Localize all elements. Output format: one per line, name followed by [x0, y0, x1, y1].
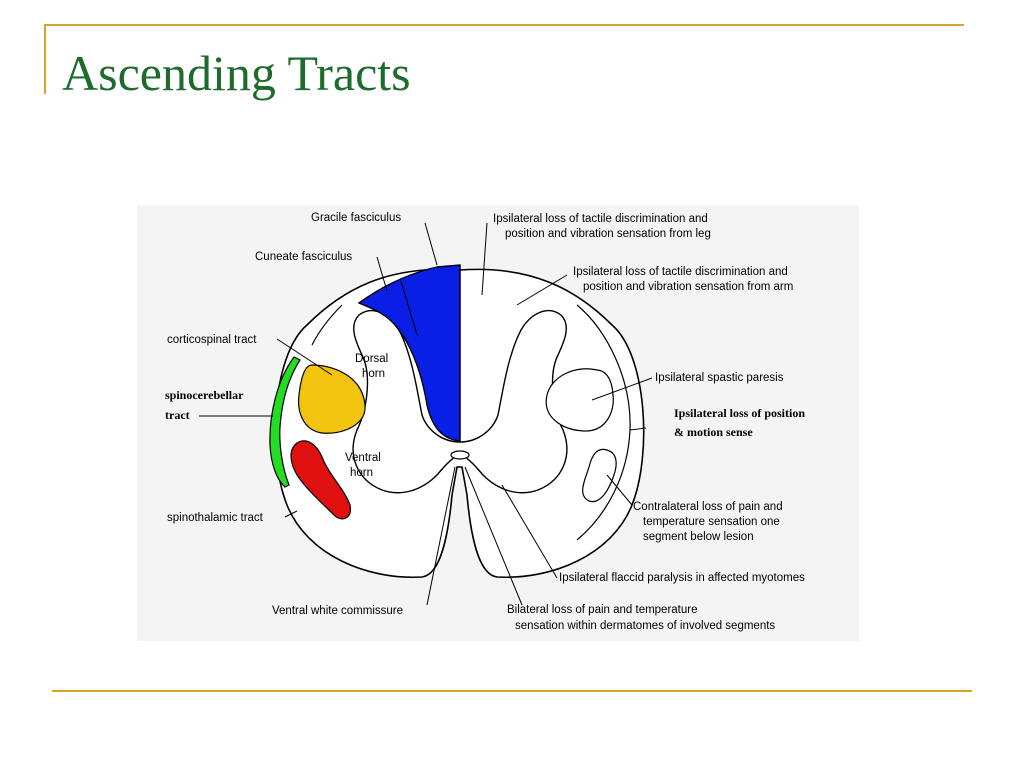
- label-spinothalamic: spinothalamic tract: [167, 512, 264, 524]
- left-band-line: [311, 304, 343, 346]
- label-arm-1: Ipsilateral loss of tactile discriminati…: [573, 266, 788, 278]
- central-canal: [450, 450, 470, 460]
- slide-title: Ascending Tracts: [62, 45, 411, 101]
- label-ventral-commissure: Ventral white commissure: [272, 605, 403, 617]
- label-arm-2: position and vibration sensation from ar…: [583, 281, 793, 293]
- label-contralateral-3: segment below lesion: [643, 531, 754, 543]
- label-bilateral-2: sensation within dermatomes of involved …: [515, 620, 775, 632]
- spinocerebellar-tract: [269, 356, 301, 488]
- label-position-2: & motion sense: [674, 425, 753, 439]
- label-gracile: Gracile fasciculus: [311, 212, 401, 224]
- label-bilateral-1: Bilateral loss of pain and temperature: [507, 604, 698, 616]
- gray-matter-left: [352, 310, 461, 494]
- dorsal-columns: [357, 264, 461, 442]
- pointer-lines: [199, 222, 653, 606]
- right-spinothalamic-outline: [582, 448, 617, 503]
- right-corticospinal-outline: [545, 368, 614, 432]
- bottom-rule: [52, 690, 972, 692]
- left-rule: [44, 24, 46, 94]
- label-spinocerebellar-2: tract: [165, 408, 190, 422]
- label-dorsal-horn-1: Dorsal: [355, 353, 388, 365]
- label-corticospinal: corticospinal tract: [167, 334, 257, 346]
- label-contralateral-1: Contralateral loss of pain and: [633, 501, 783, 513]
- spinal-cord-figure: Gracile fasciculus Cuneate fasciculus co…: [137, 205, 859, 641]
- label-spastic: Ipsilateral spastic paresis: [655, 372, 784, 384]
- label-ventral-horn-2: horn: [350, 467, 373, 479]
- spinal-cord-diagram: Gracile fasciculus Cuneate fasciculus co…: [165, 212, 805, 632]
- label-flaccid: Ipsilateral flaccid paralysis in affecte…: [559, 572, 805, 584]
- label-position-1: Ipsilateral loss of position: [674, 406, 805, 420]
- label-leg-2: position and vibration sensation from le…: [505, 228, 711, 240]
- spinothalamic-tract: [290, 440, 352, 520]
- label-cuneate: Cuneate fasciculus: [255, 251, 352, 263]
- top-rule: [44, 24, 964, 26]
- label-dorsal-horn-2: horn: [362, 368, 385, 380]
- label-leg-1: Ipsilateral loss of tactile discriminati…: [493, 213, 708, 225]
- label-ventral-horn-1: Ventral: [345, 452, 381, 464]
- gray-matter-right: [459, 310, 568, 494]
- label-spinocerebellar-1: spinocerebellar: [165, 388, 244, 402]
- corticospinal-tract: [297, 364, 366, 434]
- label-contralateral-2: temperature sensation one: [643, 516, 780, 528]
- gracile-cuneate-divider: [400, 280, 418, 336]
